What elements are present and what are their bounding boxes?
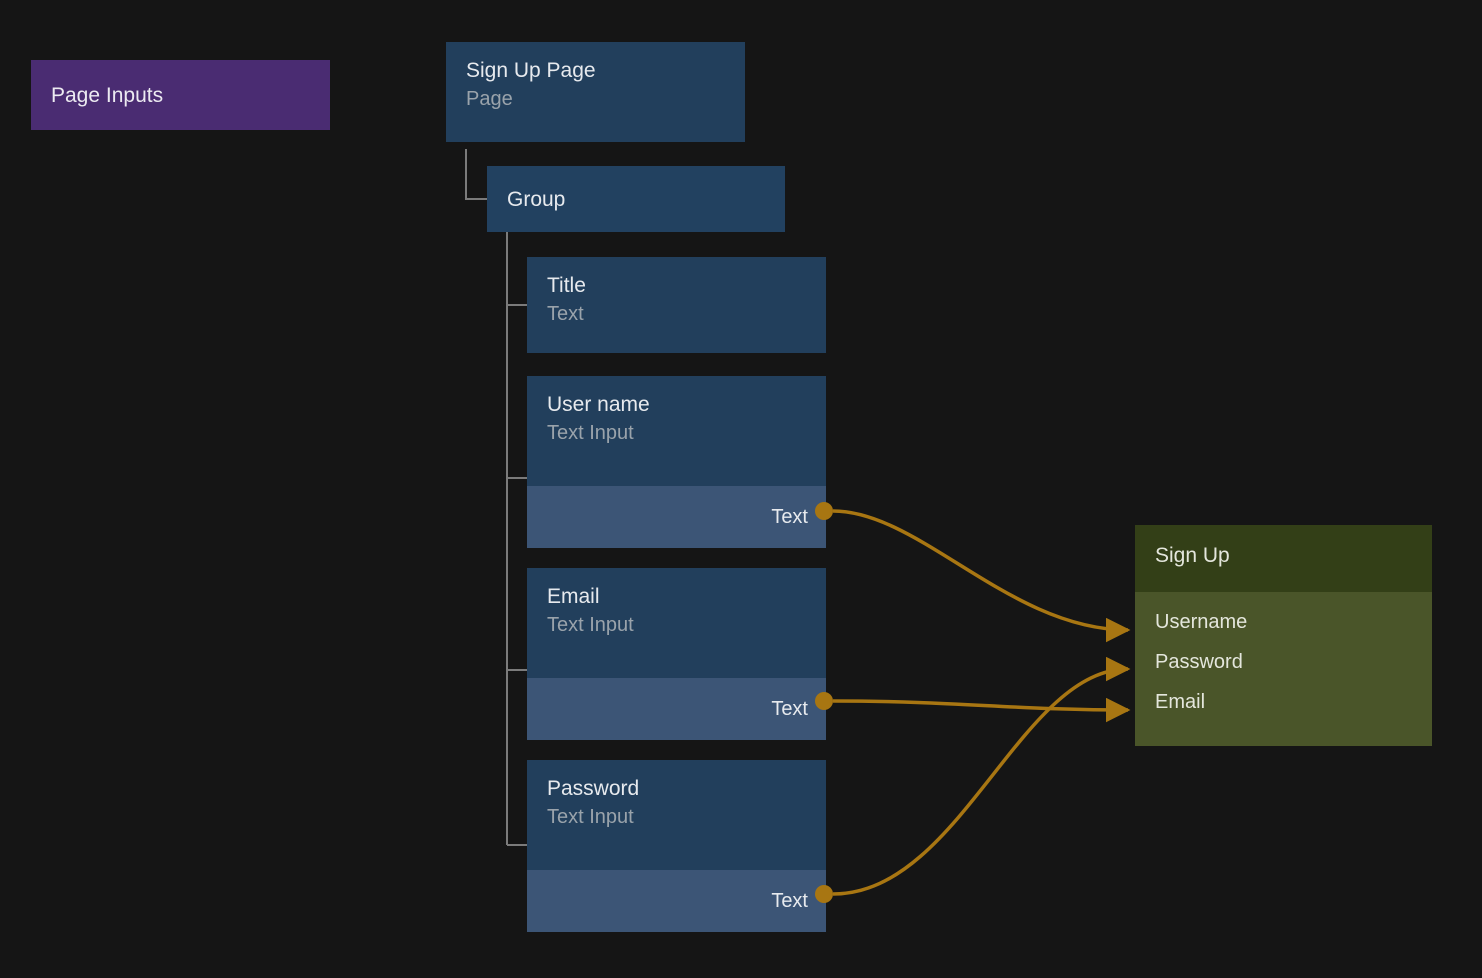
node-title-text-title: Title: [547, 274, 586, 297]
node-title-text-header: Title Text: [527, 257, 826, 353]
node-sign-up-action[interactable]: Sign Up Username Password Email: [1135, 525, 1432, 746]
node-password-port-label: Text: [771, 890, 808, 912]
node-password-output-port[interactable]: Text: [527, 870, 826, 932]
node-sign-up-page-title: Sign Up Page: [466, 59, 596, 82]
node-page-inputs-title: Page Inputs: [51, 83, 164, 107]
node-title-text[interactable]: Title Text: [527, 257, 826, 353]
node-email-port-label: Text: [771, 698, 808, 720]
node-sign-up-page-subtitle: Page: [466, 88, 513, 110]
output-port-dot-email[interactable]: [815, 692, 833, 710]
node-password-title: Password: [547, 777, 640, 800]
node-user-name-header: User name Text Input: [527, 376, 826, 486]
node-sign-up-page-header: Sign Up Page Page: [446, 42, 745, 142]
output-port-dot-password[interactable]: [815, 885, 833, 903]
input-port-email[interactable]: Email: [1135, 682, 1432, 722]
node-user-name-port-label: Text: [771, 506, 808, 528]
node-password-subtitle: Text Input: [547, 806, 634, 828]
node-sign-up-action-title: Sign Up: [1155, 544, 1230, 567]
edge-email: [832, 697, 1131, 723]
node-password-header: Password Text Input: [527, 760, 826, 870]
node-email[interactable]: Email Text Input Text: [527, 568, 826, 740]
node-user-name[interactable]: User name Text Input Text: [527, 376, 826, 548]
input-port-username-label: Username: [1155, 611, 1248, 633]
node-sign-up-page[interactable]: Sign Up Page Page: [446, 42, 745, 142]
node-sign-up-action-inputs: Username Password Email: [1135, 592, 1432, 746]
node-sign-up-action-header: Sign Up: [1135, 525, 1432, 592]
node-email-subtitle: Text Input: [547, 614, 634, 636]
input-port-username[interactable]: Username: [1135, 602, 1432, 642]
node-user-name-subtitle: Text Input: [547, 422, 634, 444]
node-group-title: Group: [507, 187, 566, 211]
input-port-email-label: Email: [1155, 691, 1206, 713]
node-email-output-port[interactable]: Text: [527, 678, 826, 740]
node-password[interactable]: Password Text Input Text: [527, 760, 826, 932]
output-port-dot-user-name[interactable]: [815, 502, 833, 520]
input-port-password-label: Password: [1155, 651, 1243, 673]
node-title-text-subtitle: Text: [547, 303, 584, 325]
node-page-inputs[interactable]: Page Inputs: [31, 60, 330, 130]
edge-username: [832, 509, 1131, 643]
node-email-header: Email Text Input: [527, 568, 826, 678]
node-group[interactable]: Group: [487, 166, 785, 232]
edge-password: [832, 656, 1131, 896]
node-user-name-title: User name: [547, 393, 650, 416]
node-email-title: Email: [547, 585, 600, 608]
node-user-name-output-port[interactable]: Text: [527, 486, 826, 548]
input-port-password[interactable]: Password: [1135, 642, 1432, 682]
